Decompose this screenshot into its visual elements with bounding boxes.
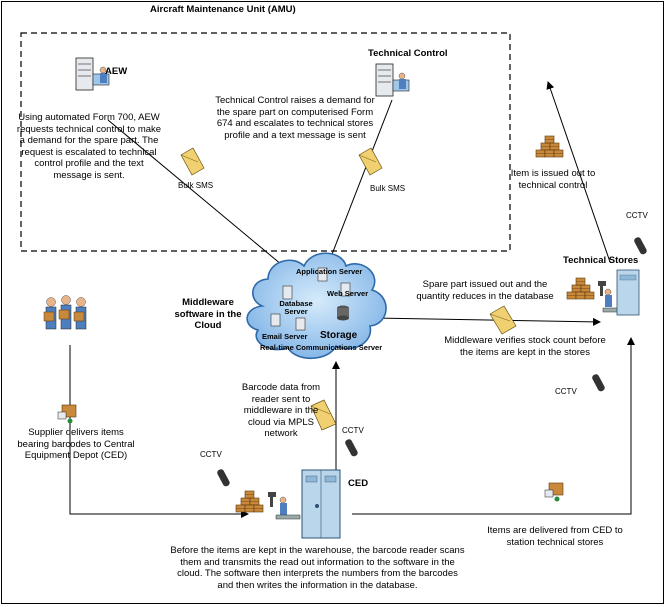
cctv-label-4: CCTV bbox=[200, 450, 222, 459]
realtime-server-label: Real-time Communications Server bbox=[260, 343, 383, 352]
cctv-label-1: CCTV bbox=[626, 211, 648, 220]
cloud-stores-line bbox=[367, 313, 601, 326]
barcode-data-text: Barcode data from reader sent to middlew… bbox=[241, 382, 321, 439]
ced-label: CED bbox=[348, 478, 369, 489]
cctv-label-2: CCTV bbox=[555, 387, 577, 396]
connector-lines bbox=[69, 81, 635, 518]
envelope-icon-1 bbox=[180, 147, 205, 176]
supplier-to-ced-line bbox=[69, 345, 249, 518]
database-server-label: Database Server bbox=[279, 299, 313, 316]
cloud-icon bbox=[246, 252, 387, 359]
stores-to-tc-line bbox=[546, 81, 611, 263]
technical-control-label: Technical Control bbox=[368, 48, 448, 59]
camera-icon-2 bbox=[592, 374, 605, 392]
aew-label: AEW bbox=[105, 66, 128, 77]
camera-icon-4 bbox=[217, 469, 230, 487]
aew-description: Using automated Form 700, AEW requests t… bbox=[16, 112, 162, 181]
boxes-icon-issued bbox=[535, 135, 564, 158]
middleware-label: Middleware software in the Cloud bbox=[174, 297, 242, 331]
envelope-icon-2 bbox=[358, 147, 383, 176]
middleware-verifies-text: Middleware verifies stock count before t… bbox=[444, 335, 606, 358]
issued-out-text: Item is issued out to technical control bbox=[510, 168, 596, 191]
supplier-text: Supplier delivers items bearing barcodes… bbox=[17, 427, 135, 461]
barcode-box-icon-right bbox=[544, 482, 564, 502]
envelope-icon-4 bbox=[310, 399, 337, 431]
storage-label: Storage bbox=[320, 330, 358, 341]
technical-control-server-user-icon bbox=[375, 63, 410, 97]
bulk-sms-label-1: Bulk SMS bbox=[178, 181, 214, 190]
email-server-label: Email Server bbox=[262, 332, 308, 341]
amu-title: Aircraft Maintenance Unit (AMU) bbox=[150, 4, 296, 15]
tc-to-cloud-line bbox=[320, 99, 393, 281]
aew-server-user-icon bbox=[75, 57, 110, 91]
aew-to-cloud-line bbox=[107, 119, 301, 281]
camera-icon-3 bbox=[345, 439, 358, 457]
items-delivered-text: Items are delivered from CED to station … bbox=[487, 525, 623, 548]
envelope-icon-3 bbox=[489, 305, 517, 335]
web-server-label: Web Server bbox=[327, 289, 369, 298]
ced-to-stores-line bbox=[352, 337, 635, 515]
bottom-description: Before the items are kept in the warehou… bbox=[170, 545, 465, 591]
cctv-label-3: CCTV bbox=[342, 426, 364, 435]
technical-stores-label: Technical Stores bbox=[563, 255, 639, 266]
technical-control-description: Technical Control raises a demand for th… bbox=[215, 95, 375, 141]
technical-stores-icon bbox=[566, 269, 640, 316]
ced-warehouse-icon bbox=[235, 469, 341, 539]
barcode-box-icon-left bbox=[57, 404, 77, 424]
bulk-sms-label-2: Bulk SMS bbox=[370, 184, 406, 193]
camera-icon-1 bbox=[634, 237, 647, 255]
supplier-workers-icon bbox=[43, 295, 87, 330]
application-server-label: Application Server bbox=[296, 267, 363, 276]
spare-part-issued-text: Spare part issued out and the quantity r… bbox=[416, 279, 554, 302]
